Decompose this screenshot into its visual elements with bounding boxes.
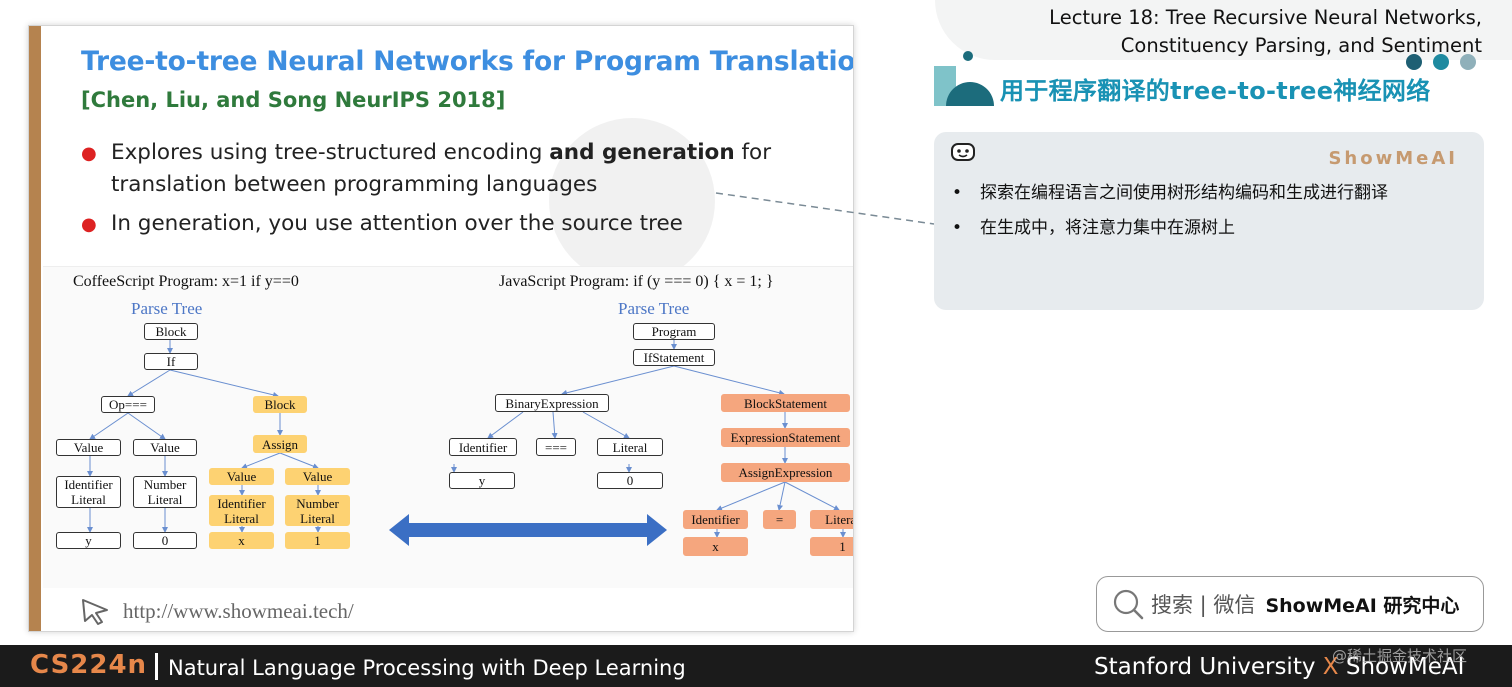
tree-node: Literal xyxy=(597,438,663,456)
bullet-dot-icon: ● xyxy=(81,214,97,235)
bullet-text: Explores using tree-structured encoding xyxy=(111,140,550,165)
tree-node-generated: = xyxy=(763,510,796,529)
lecture-title-line-1: Lecture 18: Tree Recursive Neural Networ… xyxy=(1049,6,1482,29)
wechat-search-box[interactable]: 搜索 | 微信 ShowMeAI 研究中心 xyxy=(1096,576,1484,632)
search-brand-name: ShowMeAI 研究中心 xyxy=(1265,594,1460,617)
tree-node-generated: ExpressionStatement xyxy=(721,428,850,447)
tree-node-generated: x xyxy=(209,532,274,549)
course-code: CS224n xyxy=(30,650,148,680)
left-program-heading: CoffeeScript Program: x=1 if y==0 xyxy=(73,273,299,290)
bullet-dot-icon: ● xyxy=(81,143,97,164)
tree-node: y xyxy=(449,472,515,489)
right-parse-tree-label: Parse Tree xyxy=(618,299,690,318)
footer-divider xyxy=(155,653,158,680)
bullet-text-bold: and generation xyxy=(549,140,735,165)
slide-panel: Tree-to-tree Neural Networks for Program… xyxy=(28,25,854,632)
bullet-item-1: ● Explores using tree-structured encoding… xyxy=(81,137,771,170)
tree-node-generated: 1 xyxy=(810,537,853,556)
note-item-1: •探索在编程语言之间使用树形结构编码和生成进行翻译 xyxy=(952,183,1388,203)
note-text: 探索在编程语言之间使用树形结构编码和生成进行翻译 xyxy=(980,183,1388,203)
bullet-text: In generation, you use attention over th… xyxy=(111,211,683,236)
tree-node-generated: x xyxy=(683,537,748,556)
bullet-item-1-continued: translation between programming language… xyxy=(111,172,598,197)
header-background xyxy=(935,0,1512,60)
parse-tree-figure: CoffeeScript Program: x=1 if y==0 JavaSc… xyxy=(43,266,853,588)
search-label: 搜索 | 微信 xyxy=(1151,593,1256,617)
credit-x: X xyxy=(1322,654,1339,680)
bullet-text: for xyxy=(734,140,772,165)
tree-node-generated: Assign xyxy=(253,435,307,453)
tree-node: 0 xyxy=(597,472,663,489)
decorative-logo-icon xyxy=(934,51,994,106)
slide-url-row: http://www.showmeai.tech/ xyxy=(79,596,354,626)
tree-node: Value xyxy=(56,439,121,456)
tree-node: Block xyxy=(144,323,198,340)
tree-node-generated: BlockStatement xyxy=(721,394,850,412)
tree-node: Identifier xyxy=(449,438,517,456)
lecture-title-line-2: Constituency Parsing, and Sentiment xyxy=(1120,34,1482,57)
tree-node: If xyxy=(144,353,198,370)
translation-double-arrow xyxy=(389,514,667,546)
chinese-title: 用于程序翻译的tree-to-tree神经网络 xyxy=(1000,77,1431,105)
cursor-pointer-icon xyxy=(82,599,108,625)
tree-node-generated: Block xyxy=(253,396,307,413)
university-name: Stanford University xyxy=(1094,654,1323,680)
tree-node-generated: AssignExpression xyxy=(721,463,850,482)
note-item-2: •在生成中，将注意力集中在源树上 xyxy=(952,218,1235,238)
bullet-item-2: ● In generation, you use attention over t… xyxy=(81,208,683,241)
tree-node: Op=== xyxy=(101,396,155,413)
tree-node: BinaryExpression xyxy=(495,394,609,412)
tree-node: Program xyxy=(633,323,715,340)
tree-node-generated: 1 xyxy=(285,532,350,549)
university-credit: Stanford University X ShowMeAI xyxy=(1094,654,1464,680)
course-name: Natural Language Processing with Deep Le… xyxy=(168,656,686,680)
laser-pointer-highlight xyxy=(549,118,715,284)
tree-node-generated: Number Literal xyxy=(285,495,350,526)
slide-url-link[interactable]: http://www.showmeai.tech/ xyxy=(123,598,354,623)
tree-node-generated: Value xyxy=(209,468,274,485)
tree-node: IfStatement xyxy=(633,349,715,366)
tree-node: Number Literal xyxy=(133,476,197,508)
tree-edges xyxy=(87,340,846,546)
right-program-heading: JavaScript Program: if (y === 0) { x = 1… xyxy=(499,273,774,290)
tree-node: Identifier Literal xyxy=(56,476,121,508)
showmeai-brand-tag: ShowMeAI xyxy=(1328,148,1458,169)
tree-node: y xyxy=(56,532,121,549)
tree-node-generated: Identifier xyxy=(683,510,748,529)
slide-accent-bar xyxy=(29,26,41,631)
note-text: 在生成中，将注意力集中在源树上 xyxy=(980,218,1235,238)
slide-title: Tree-to-tree Neural Networks for Program… xyxy=(81,46,854,77)
decorative-dots xyxy=(1406,54,1476,70)
tree-node-generated: Literal xyxy=(810,510,853,529)
tree-node: Value xyxy=(133,439,197,456)
tree-node: === xyxy=(536,438,576,456)
partner-name: ShowMeAI xyxy=(1338,654,1465,680)
slide-citation: [Chen, Liu, and Song NeurIPS 2018] xyxy=(81,88,506,112)
tree-node-generated: Identifier Literal xyxy=(209,495,274,526)
translation-note-card: ShowMeAI •探索在编程语言之间使用树形结构编码和生成进行翻译 •在生成中… xyxy=(934,132,1484,310)
tree-node: 0 xyxy=(133,532,197,549)
search-icon xyxy=(1113,589,1144,620)
tree-node-generated: Value xyxy=(285,468,350,485)
watermark-text: @稀土掘金技术社区 xyxy=(1332,647,1468,665)
robot-icon xyxy=(951,143,975,161)
left-parse-tree-label: Parse Tree xyxy=(131,299,203,318)
footer-bar: CS224n Natural Language Processing with … xyxy=(0,645,1512,687)
